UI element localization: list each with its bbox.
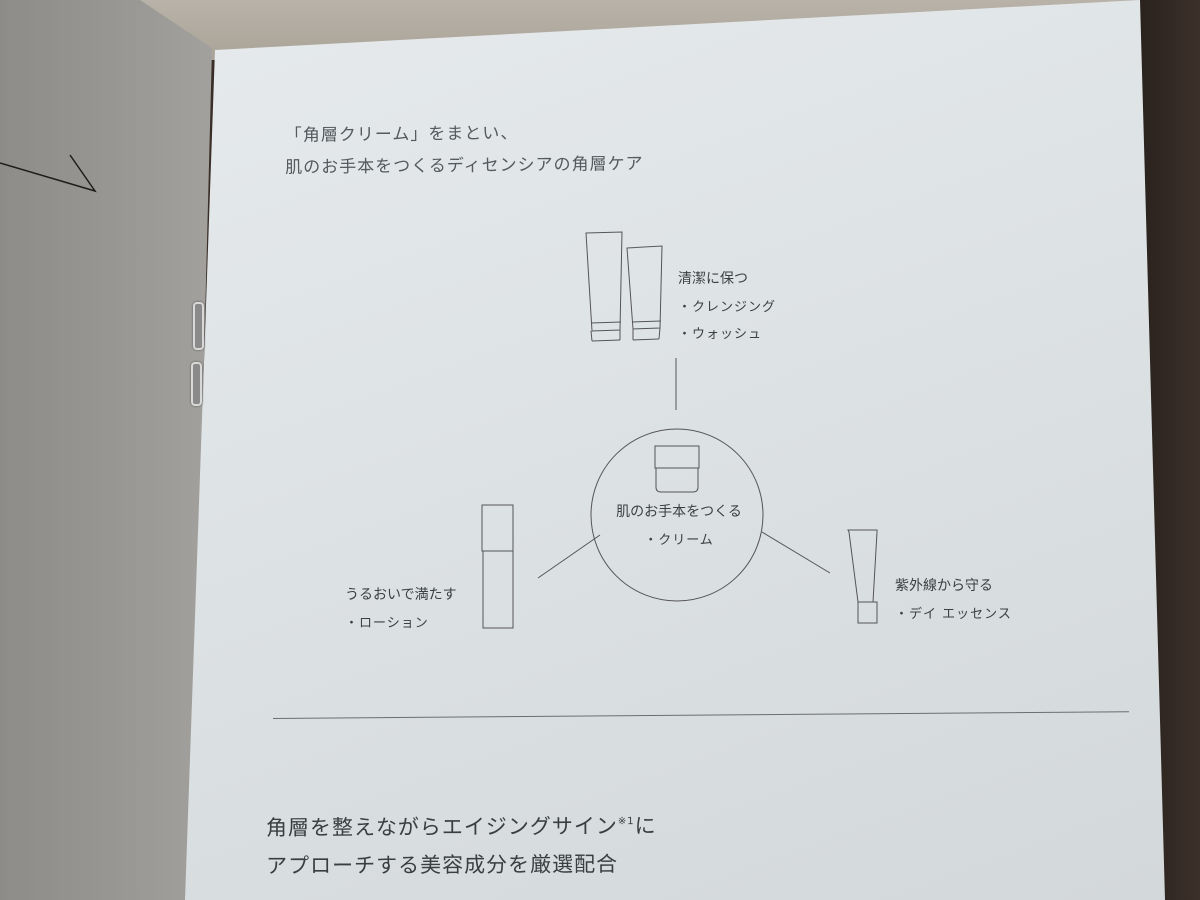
node-title: 肌のお手本をつくる	[616, 504, 742, 520]
arrow-mark-icon	[0, 154, 97, 193]
node-item: ・クレンジング	[678, 300, 777, 315]
cream-jar-icon	[654, 445, 700, 493]
node-item: ・ウォッシュ	[678, 327, 763, 342]
diagram-node-center: 肌のお手本をつくる ・クリーム	[612, 501, 746, 548]
node-title: うるおいで満たす	[345, 587, 457, 603]
brochure-page	[185, 0, 1165, 900]
node-item: ・クリーム	[644, 533, 714, 548]
connector-right	[761, 531, 831, 574]
node-title: 清潔に保つ	[678, 271, 748, 287]
lead-line-2: アプローチする美容成分を厳選配合	[266, 852, 619, 879]
lead-text: 角層を整えながらエイジングサイン※1に アプローチする美容成分を厳選配合	[266, 807, 657, 885]
center-circle	[590, 428, 764, 602]
staple	[191, 362, 202, 406]
small-tube-icon	[847, 529, 878, 624]
lotion-bottle-icon	[481, 504, 514, 629]
node-item: ・ローション	[345, 616, 429, 631]
lead-line-1: 角層を整えながらエイジングサイン※1に	[266, 807, 657, 847]
lead-line-1-text: 角層を整えながらエイジングサイン	[265, 814, 618, 841]
left-page	[0, 0, 212, 900]
connector-left	[537, 534, 601, 579]
node-title: 紫外線から守る	[895, 578, 993, 594]
diagram-node-left: うるおいで満たす ・ローション	[345, 584, 457, 631]
staple	[193, 302, 204, 350]
diagram-node-top: 清潔に保つ ・クレンジング ・ウォッシュ	[678, 268, 776, 342]
diagram-node-right: 紫外線から守る ・デイ エッセンス	[895, 575, 1012, 622]
node-item: ・デイ エッセンス	[895, 607, 1012, 622]
footnote-marker: ※1	[617, 816, 635, 828]
tube-pair-icon	[585, 231, 663, 342]
lead-line-1-end: に	[634, 813, 657, 839]
